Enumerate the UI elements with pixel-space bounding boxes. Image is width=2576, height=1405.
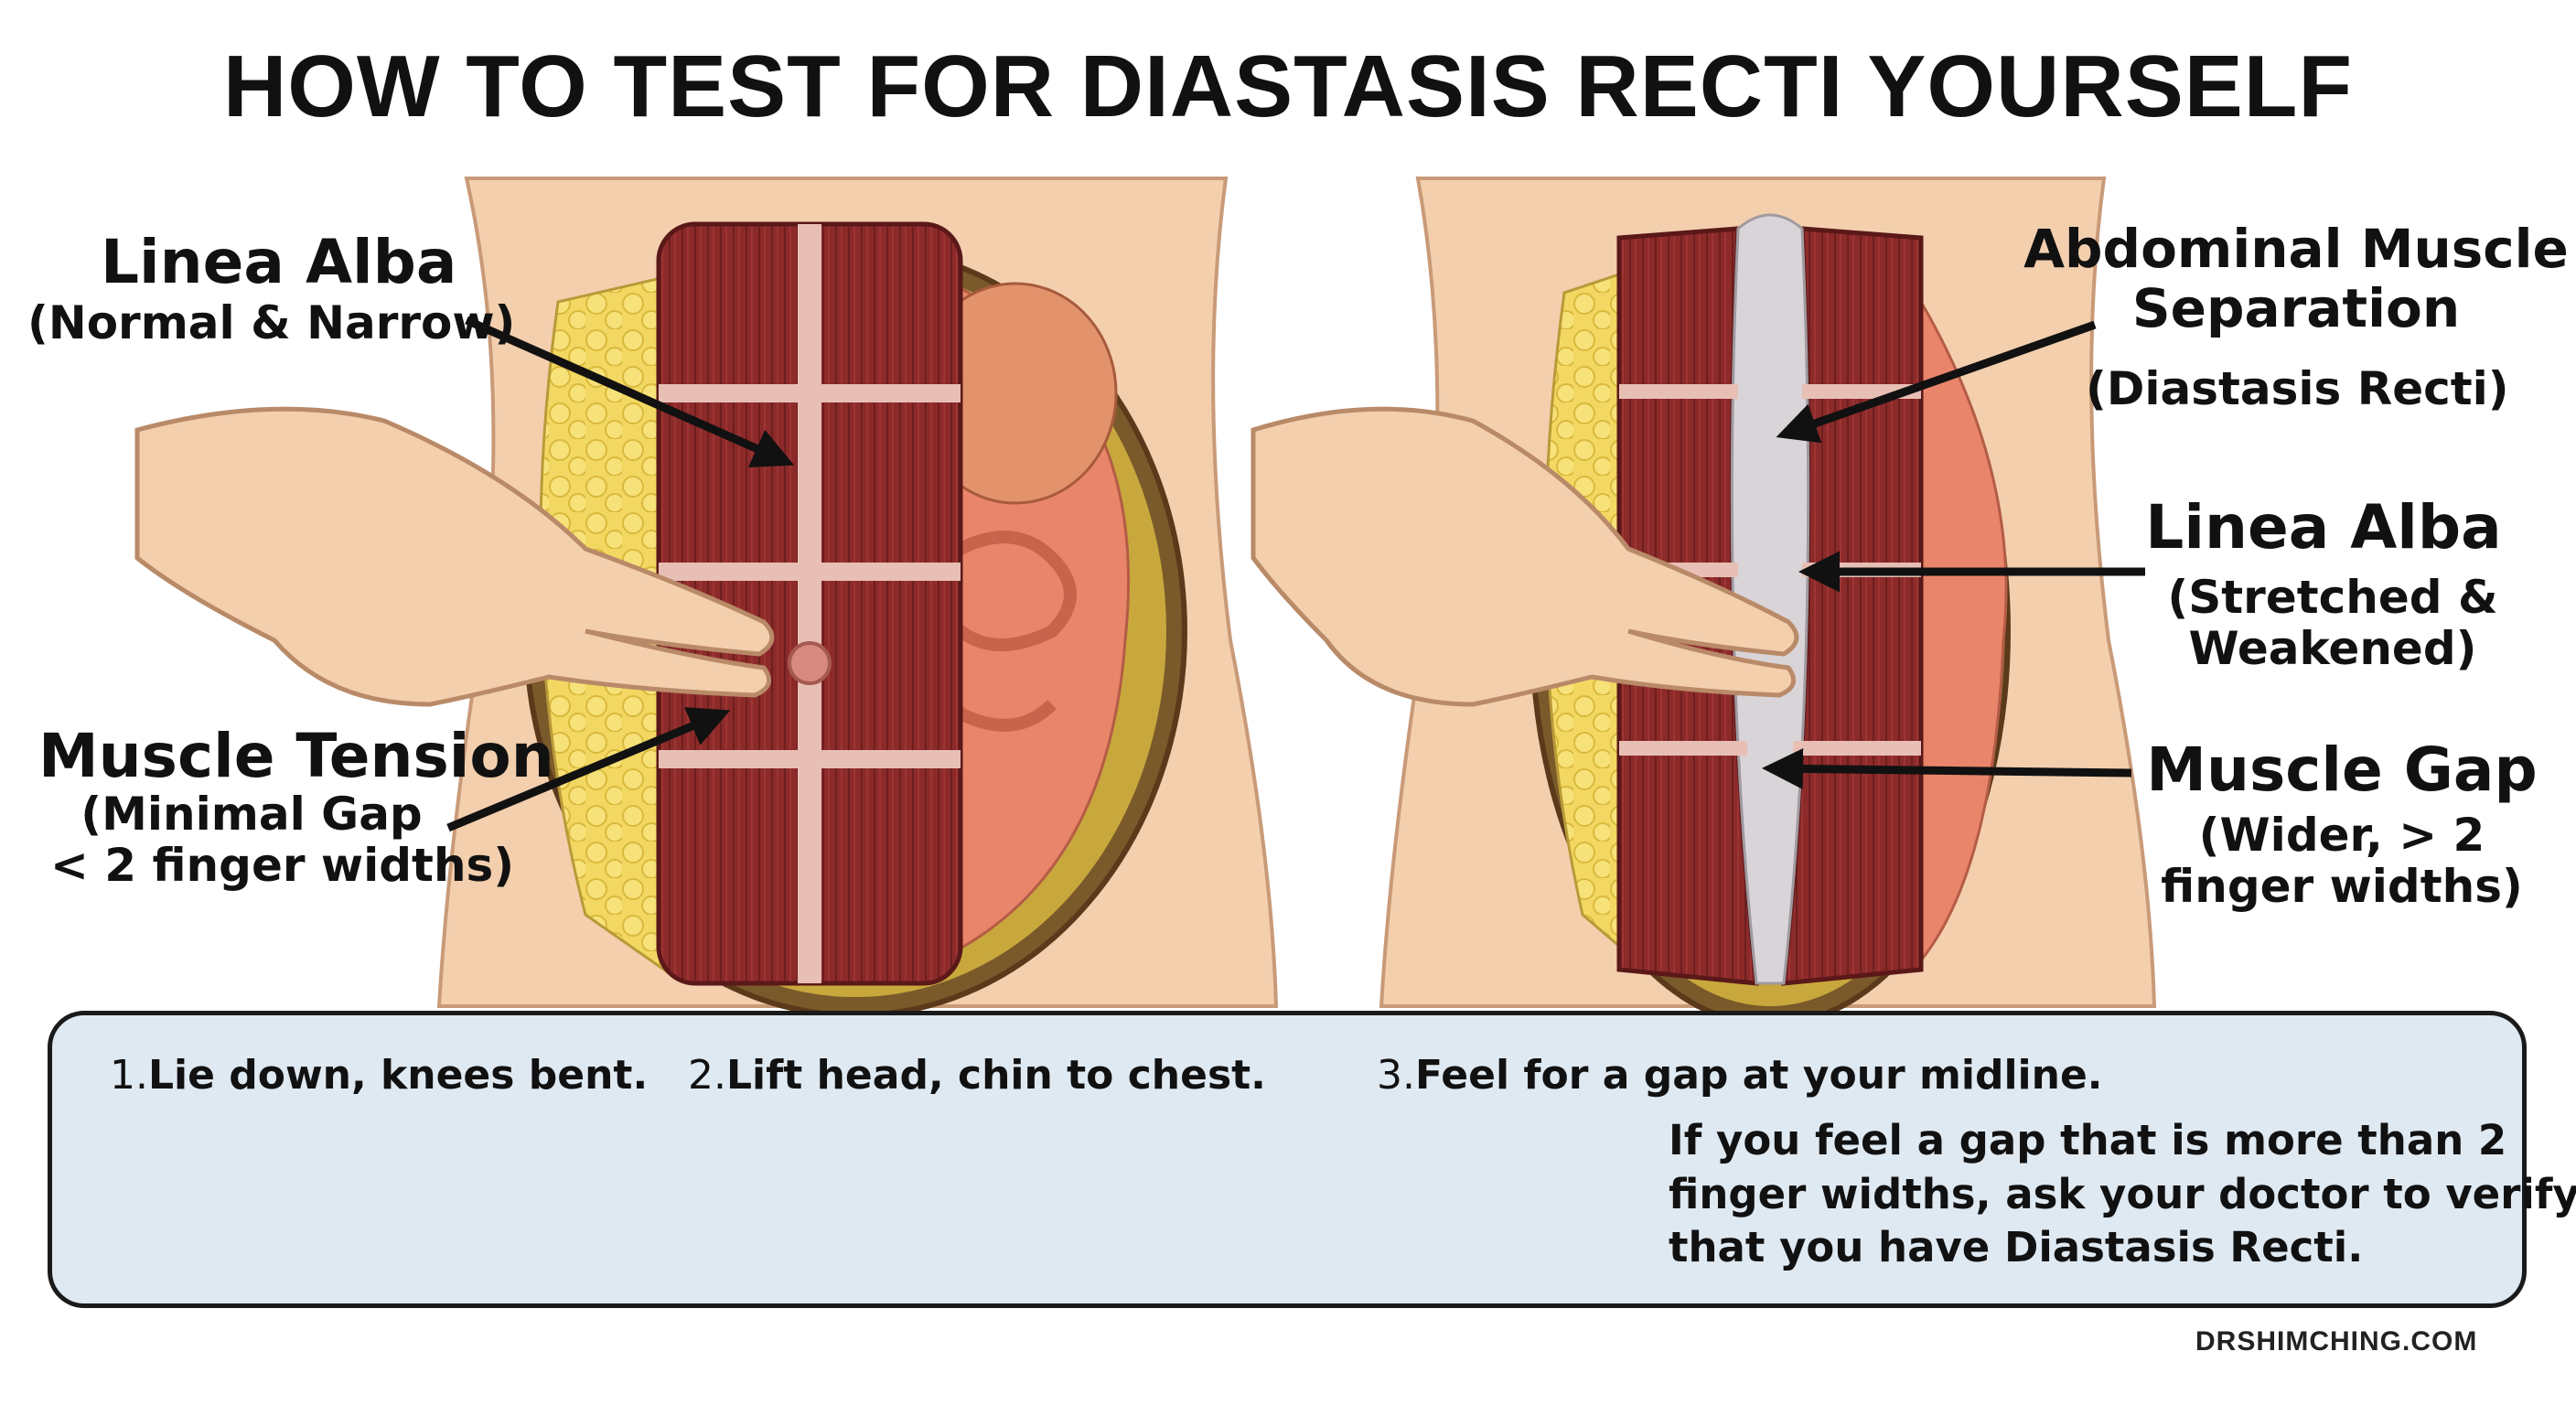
advice-note: If you feel a gap that is more than 2 fi… — [1669, 1116, 2576, 1271]
right-linea-alba-label: Linea Alba — [2145, 492, 2502, 563]
left-muscle-tension-sublabel: (Minimal Gap < 2 finger widths) — [50, 788, 515, 892]
right-separation-sublabel: (Diastasis Recti) — [2086, 362, 2509, 415]
step-3: 3.Feel for a gap at your midline. — [1377, 1052, 2103, 1099]
right-torso — [1250, 177, 2157, 1027]
left-linea-alba-label: Linea Alba — [101, 227, 457, 297]
right-linea-alba-sublabel: (Stretched & Weakened) — [2167, 571, 2498, 675]
website-credit: DRSHIMCHING.COM — [2195, 1326, 2478, 1357]
right-separation-label: Abdominal Muscle Separation — [2023, 218, 2569, 339]
left-linea-alba-sublabel: (Normal & Narrow) — [27, 296, 516, 349]
left-torso — [134, 177, 1279, 1018]
step-1: 1.Lie down, knees bent. — [110, 1052, 649, 1099]
right-muscle-gap-sublabel: (Wider, > 2 finger widths) — [2161, 809, 2523, 913]
steps-panel — [48, 1011, 2527, 1308]
page-title: HOW TO TEST FOR DIASTASIS RECTI YOURSELF — [222, 38, 2354, 135]
step-2: 2.Lift head, chin to chest. — [688, 1052, 1266, 1099]
left-muscle-tension-label: Muscle Tension — [38, 721, 554, 791]
right-muscle-gap-label: Muscle Gap — [2146, 735, 2538, 805]
callout-arrows — [446, 316, 2145, 832]
